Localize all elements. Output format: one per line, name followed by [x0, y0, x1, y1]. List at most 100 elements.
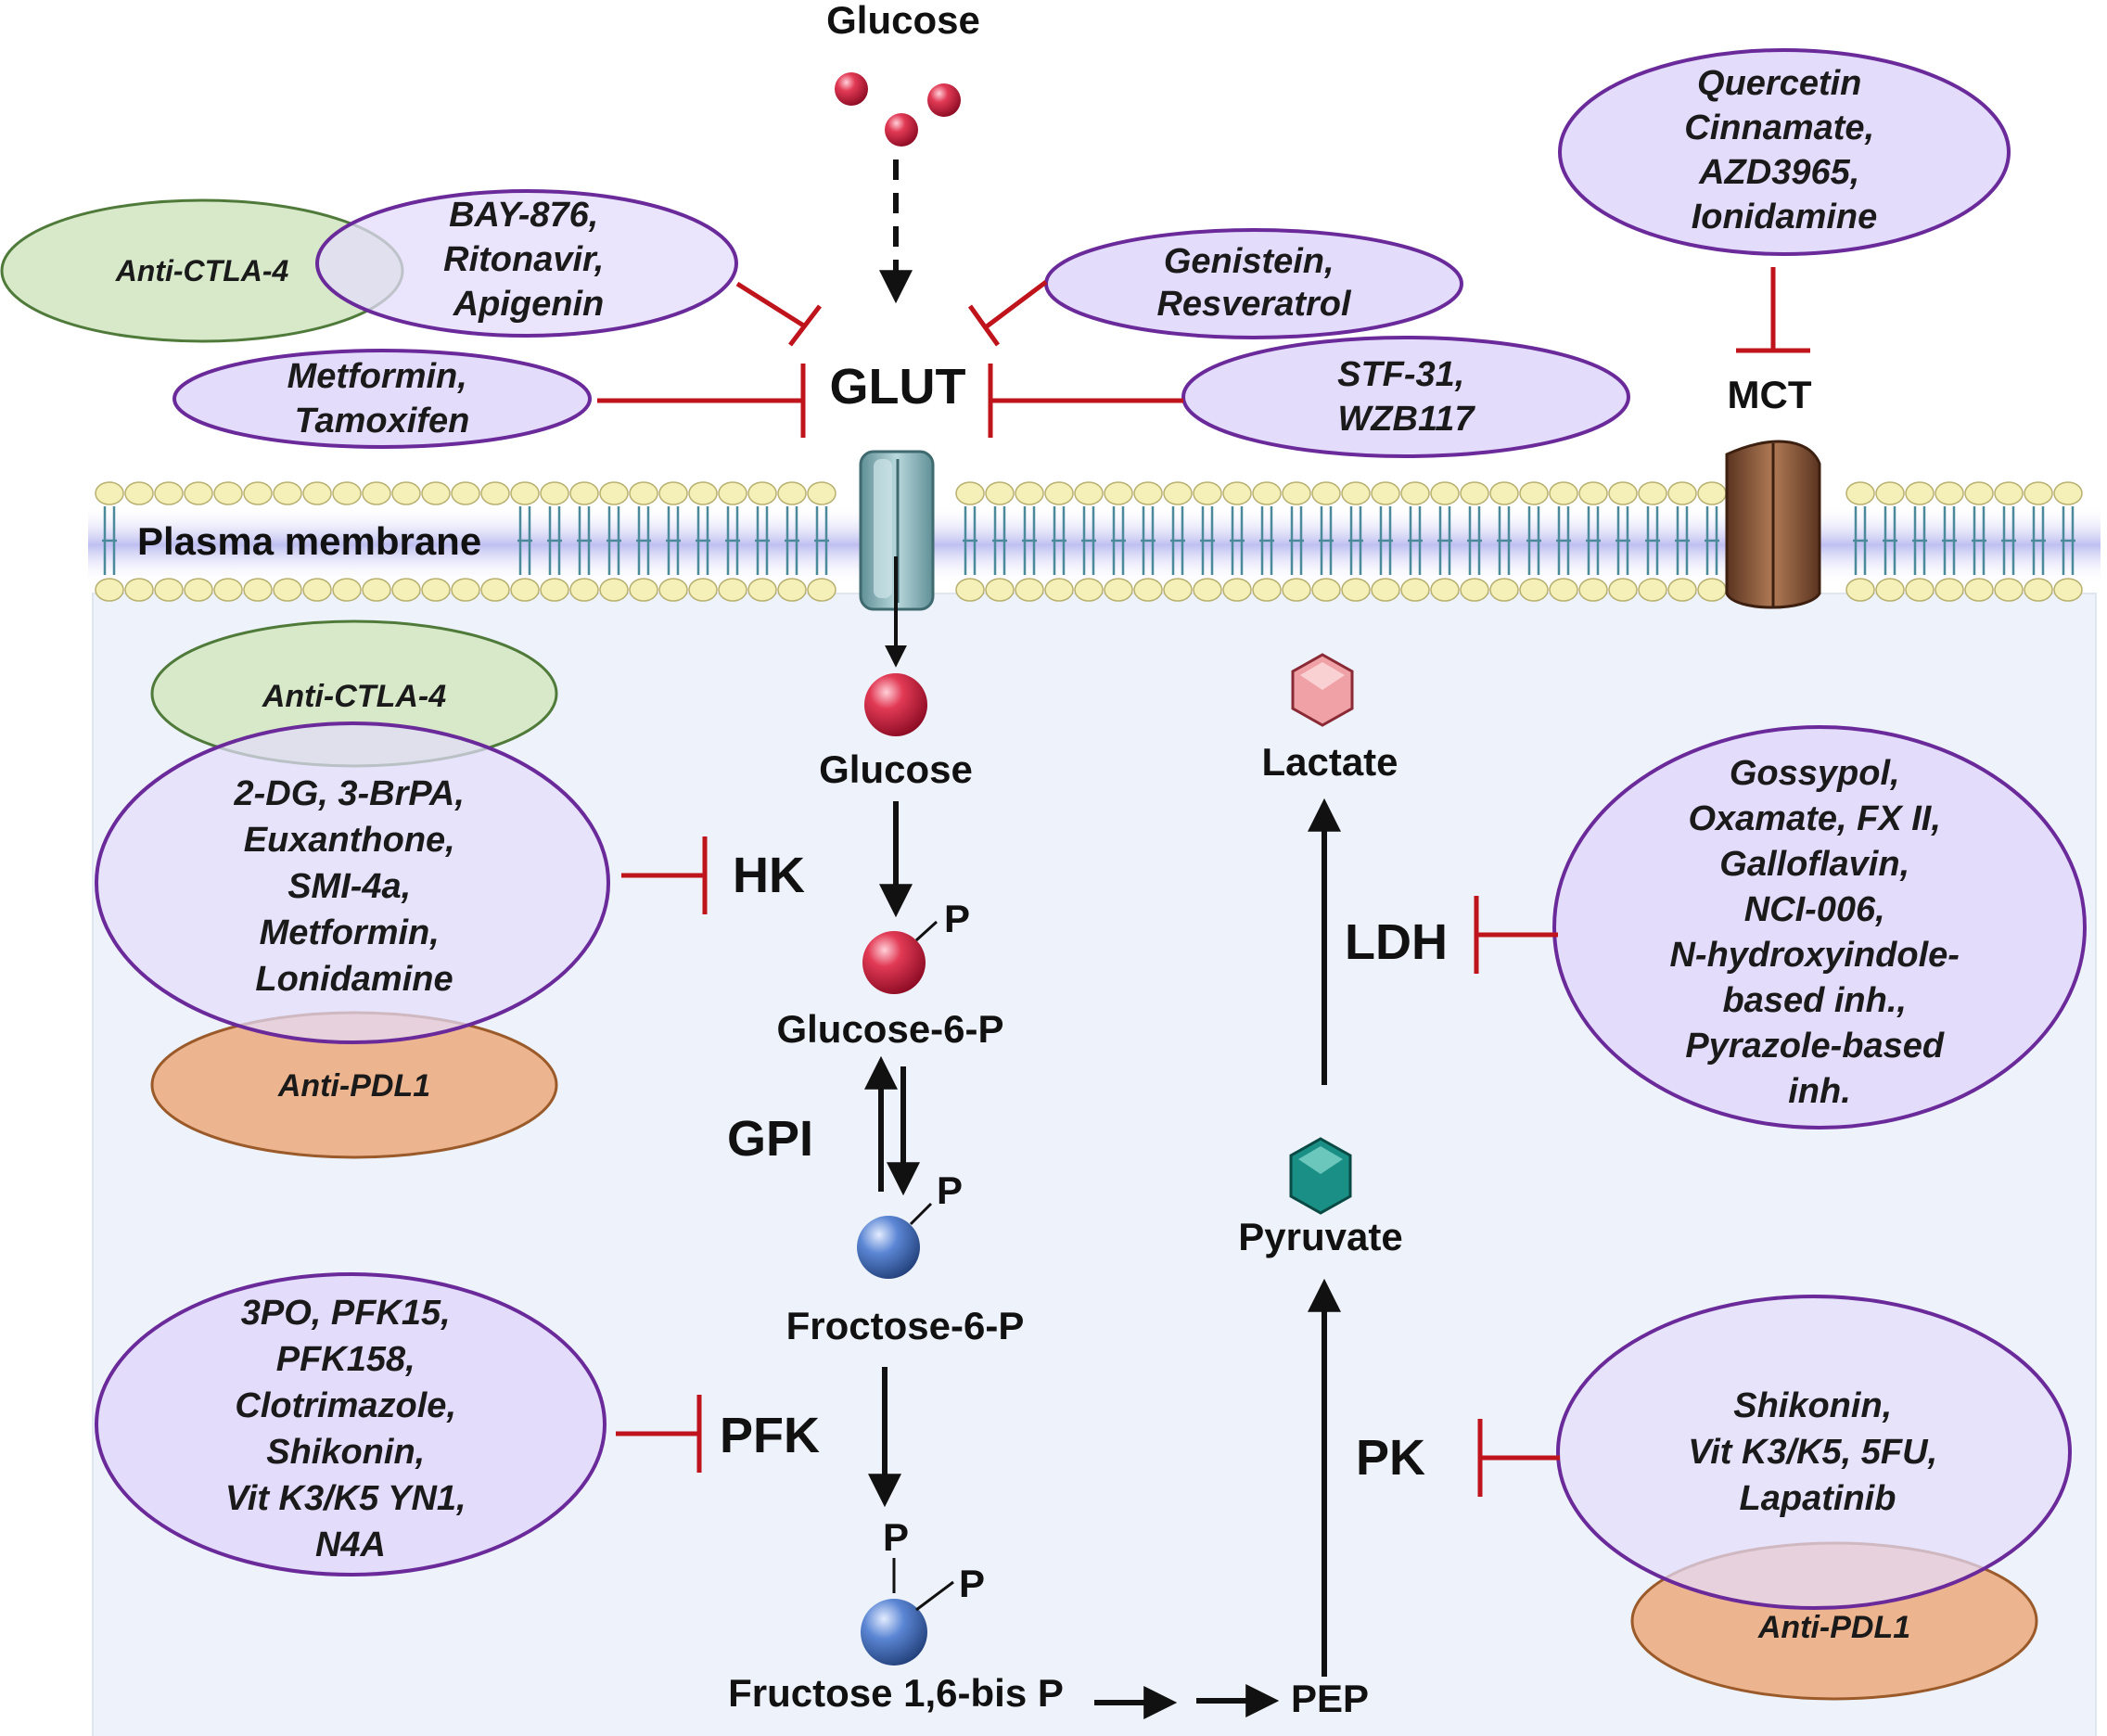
mct-inhibitor-line: Ionidamine	[1692, 198, 1878, 236]
lipid-head	[1133, 578, 1163, 602]
glucose6p-icon	[862, 931, 926, 994]
lipid-head	[985, 481, 1015, 505]
lipid-tail	[1022, 506, 1037, 575]
lipid-head	[510, 481, 540, 505]
pk-inhibitor-ellipse	[1556, 1295, 2072, 1610]
plasma-membrane-label: Plasma membrane	[137, 519, 481, 563]
lipid-head	[362, 481, 391, 505]
pfk-inhibitor-line: Vit K3/K5 YN1,	[225, 1479, 466, 1518]
mct-inhibitor-line: Cinnamate,	[1684, 108, 1874, 147]
lipid-head	[1697, 578, 1727, 602]
lipid-head	[1875, 481, 1905, 505]
lipid-head	[1608, 578, 1638, 602]
pfk-inhibitor-text: 3PO, PFK15, PFK158, Clotrimazole, Shikon…	[225, 1294, 476, 1564]
ldh-inhibitor-line: Gossypol,	[1730, 754, 1900, 793]
phosphate-bond	[914, 920, 939, 942]
lipid-head	[391, 578, 421, 602]
glucose6p-label: Glucose-6-P	[776, 1007, 1003, 1051]
lipid-head	[451, 578, 480, 602]
lipid-head	[510, 578, 540, 602]
lipid-tail	[666, 506, 681, 575]
lipid-head	[540, 578, 569, 602]
lipid-head	[1845, 481, 1875, 505]
glucose-intracellular-icon	[864, 673, 927, 736]
lipid-head	[2053, 481, 2083, 505]
glucose-molecule-icon	[885, 113, 918, 147]
lipid-head	[1697, 481, 1727, 505]
stf31-inhibition-line	[988, 364, 1183, 438]
lipid-head	[480, 481, 510, 505]
lipid-tail	[1378, 506, 1393, 575]
lipid-head	[1519, 578, 1549, 602]
lipid-head	[273, 481, 302, 505]
lipid-tail	[1912, 506, 1927, 575]
lipid-head	[688, 578, 718, 602]
ldh-inhibitor-line: Oxamate, FX II,	[1688, 799, 1940, 838]
phosphate-bond	[909, 1202, 933, 1226]
lipid-bilayer	[95, 481, 2083, 602]
pfk-inhibitor-line: PFK158,	[276, 1340, 415, 1379]
lipid-tail	[1586, 506, 1601, 575]
lipid-head	[302, 578, 332, 602]
ldh-inhibitor-line: Galloflavin,	[1719, 845, 1909, 884]
lipid-head	[421, 578, 451, 602]
lipid-tail	[1289, 506, 1304, 575]
bay876-inhibitor-text: BAY-876, Ritonavir, Apigenin	[443, 196, 614, 324]
phosphate-label: P	[959, 1562, 985, 1605]
pk-inhibitor-text: Shikonin, Vit K3/K5, 5FU, Lapatinib	[1688, 1386, 1947, 1518]
anti-pdl1-hk-label: Anti-PDL1	[277, 1068, 430, 1104]
ldh-inhibitor-line: inh.	[1788, 1072, 1851, 1111]
lipid-head	[1341, 481, 1371, 505]
lipid-tail	[1972, 506, 1986, 575]
lipid-head	[184, 481, 213, 505]
lipid-head	[1935, 481, 1964, 505]
hk-inhibitor-line: SMI-4a,	[287, 867, 411, 906]
lipid-tail	[963, 506, 977, 575]
fructose16bp-label: Fructose 1,6-bis P	[728, 1671, 1064, 1715]
lipid-head	[1964, 481, 1994, 505]
lipid-head	[955, 481, 985, 505]
pfk-enzyme-label: PFK	[720, 1408, 820, 1463]
mct-inhibitor-line: Quercetin	[1697, 64, 1861, 103]
lipid-head	[1400, 578, 1430, 602]
lipid-tail	[785, 506, 799, 575]
lipid-head	[391, 481, 421, 505]
lipid-tail	[1467, 506, 1482, 575]
lipid-head	[1430, 481, 1460, 505]
pk-enzyme-label: PK	[1356, 1430, 1425, 1486]
mct-inhibition-line	[1736, 267, 1810, 353]
lipid-head	[718, 481, 747, 505]
ldh-inhibitor-line: Pyrazole-based	[1685, 1027, 1945, 1066]
lipid-head	[1163, 578, 1193, 602]
ldh-inhibition-line	[1474, 896, 1558, 974]
lipid-tail	[1437, 506, 1452, 575]
lipid-head	[1193, 481, 1222, 505]
lipid-tail	[547, 506, 562, 575]
lipid-head	[1104, 481, 1133, 505]
hk-enzyme-label: HK	[733, 848, 805, 903]
lipid-head	[807, 481, 836, 505]
lipid-head	[1074, 481, 1104, 505]
lipid-tail	[1200, 506, 1215, 575]
glucose-intracellular-label: Glucose	[819, 747, 973, 791]
metformin-line: Tamoxifen	[295, 402, 470, 440]
lipid-tail	[696, 506, 710, 575]
lipid-head	[95, 481, 124, 505]
lipid-head	[1044, 578, 1074, 602]
stf31-line: STF-31,	[1337, 355, 1464, 394]
hk-inhibitor-line: Metformin,	[260, 913, 440, 952]
metformin-inhibitor-text: Metformin, Tamoxifen	[287, 357, 478, 440]
lipid-head	[1193, 578, 1222, 602]
lipid-head	[1489, 481, 1519, 505]
hk-inhibitor-line: Euxanthone,	[244, 821, 455, 860]
lipid-head	[599, 481, 629, 505]
fructose6p-icon	[857, 1216, 920, 1279]
lipid-head	[1875, 578, 1905, 602]
lipid-head	[243, 481, 273, 505]
lipid-head	[332, 578, 362, 602]
bay876-inhibition-line	[735, 281, 822, 347]
lipid-head	[2053, 578, 2083, 602]
bay876-inhibitor-ellipse	[315, 189, 738, 338]
lipid-head	[1549, 578, 1578, 602]
lipid-tail	[517, 506, 532, 575]
